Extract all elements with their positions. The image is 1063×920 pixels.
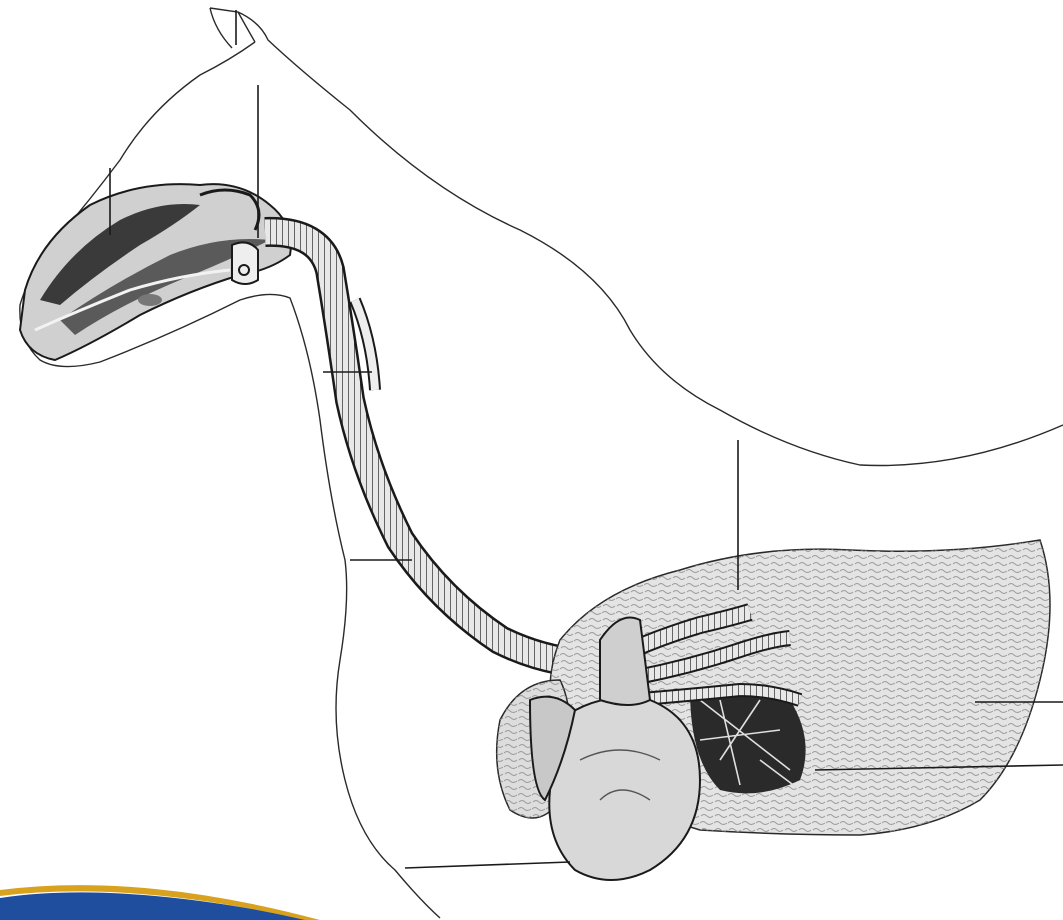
ear [210, 8, 255, 48]
leader-line-9 [405, 862, 570, 868]
larynx [232, 242, 258, 284]
slide-banner [0, 885, 320, 920]
